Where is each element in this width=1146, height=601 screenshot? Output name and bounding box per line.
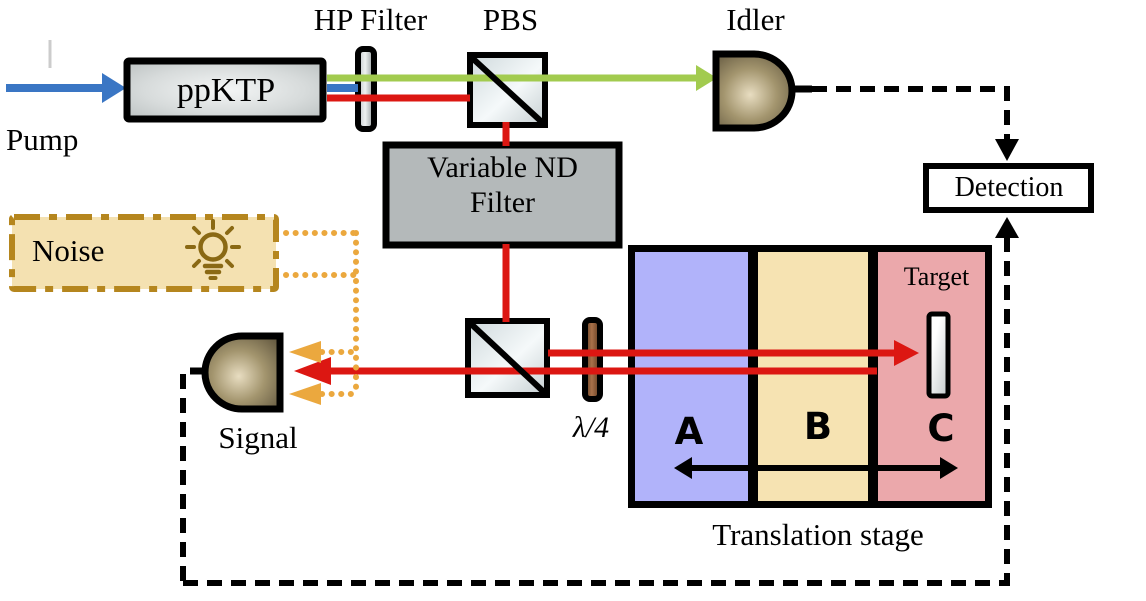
signal-label: Signal: [218, 420, 298, 455]
noise-arrow2-icon: [289, 383, 321, 405]
stage-region-a-label: A: [674, 410, 704, 453]
pbs-top-diagonal: [467, 53, 547, 127]
pump-label: Pump: [6, 122, 79, 157]
stage-divider-bc: [868, 252, 878, 501]
crystal-label: ppKTP: [176, 72, 276, 109]
signal-arrow-icon: [294, 357, 331, 385]
noise-arrow1-icon: [289, 341, 321, 363]
idler-beam-arrow-icon: [696, 65, 717, 91]
idler-detector: [712, 50, 796, 132]
nd-filter-label: Variable ND Filter: [386, 151, 619, 220]
pbs-label: PBS: [482, 2, 539, 37]
translation-stage: [628, 245, 992, 508]
target-label: Target: [903, 262, 970, 291]
stage-region-c-label: C: [927, 407, 955, 450]
stage-divider-ab: [748, 252, 758, 501]
stage-travel-arrow-right-icon: [940, 457, 958, 479]
beams: [6, 65, 919, 385]
lightbulb-ray-sw: [192, 259, 201, 268]
lightbulb-ray-se: [225, 259, 234, 268]
stage-region-b: [758, 252, 868, 501]
nd-filter-label-line1: Variable ND: [427, 151, 578, 184]
noise-label: Noise: [32, 233, 105, 268]
stage-travel-arrow-left-icon: [674, 457, 692, 479]
ppktp-crystal: [123, 57, 327, 123]
signal-detector: [201, 332, 284, 413]
hp-filter-label: HP Filter: [313, 2, 428, 37]
lightbulb-icon: [185, 219, 241, 280]
nd-filter-label-line2: Filter: [470, 185, 535, 219]
detection-in-arrow-icon: [995, 139, 1019, 161]
target-plate: [926, 311, 951, 399]
electronic-connections: [180, 86, 1010, 586]
pbs-bottom-diagonal: [466, 319, 549, 397]
pump-beam-arrow-icon: [102, 73, 126, 103]
hp-filter-plate: [355, 46, 377, 132]
quarter-waveplate: [582, 317, 603, 402]
detection-up-arrow-icon: [995, 217, 1019, 238]
waveplate-label: λ/4: [572, 411, 610, 444]
lightbulb-ray-ne: [225, 226, 234, 235]
detection-label: Detection: [954, 172, 1064, 203]
target-arrow-icon: [894, 340, 919, 366]
detection-box: [923, 163, 1094, 213]
noise-coupling: [283, 230, 361, 405]
lightbulb-glass: [198, 232, 228, 262]
stage-region-b-label: B: [803, 405, 833, 448]
lightbulb-ray-nw: [192, 226, 201, 235]
translation-stage-label: Translation stage: [712, 517, 924, 552]
stage-border: [628, 245, 992, 508]
idler-label: Idler: [726, 2, 785, 37]
